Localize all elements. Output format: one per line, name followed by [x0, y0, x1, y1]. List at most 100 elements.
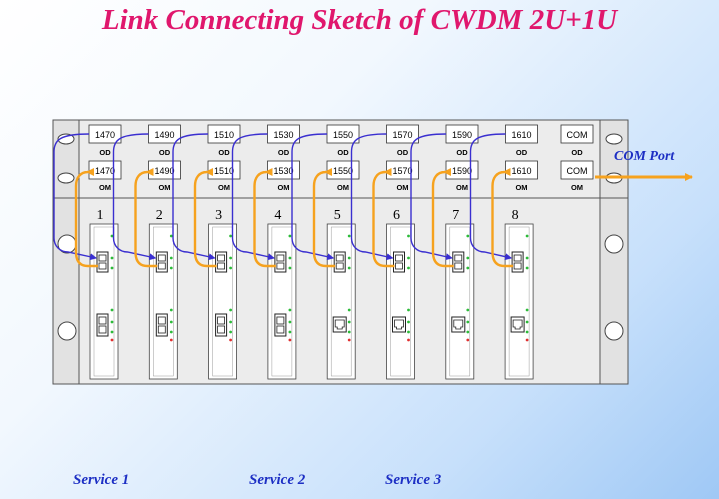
status-led: [466, 308, 470, 312]
slot-number: 1: [97, 208, 104, 223]
optical-port-upper-slot-a: [217, 254, 226, 262]
om-tag: OM: [158, 183, 170, 192]
status-led: [466, 256, 470, 260]
status-led: [288, 330, 292, 334]
card-faceplate: [267, 223, 297, 380]
card-screw-right-top: [604, 234, 624, 254]
optical-port-upper: [155, 251, 168, 273]
optical-port-lower-slot-a: [98, 316, 107, 325]
slot-number: 7: [452, 208, 459, 223]
card-inner-frame: [212, 226, 233, 377]
optical-port-upper-slot-a: [513, 254, 522, 262]
status-led: [169, 266, 173, 270]
optical-port-lower: [215, 313, 228, 337]
optical-port-upper-slot-b: [454, 262, 463, 270]
slot-number: 4: [274, 208, 281, 223]
om-tag: OM: [396, 183, 408, 192]
od-tag: OD: [99, 148, 111, 157]
slot-number: 2: [156, 208, 163, 223]
slot-number: 3: [215, 208, 222, 223]
om-wavelength-label: 1590: [452, 166, 472, 176]
card-faceplate: [504, 223, 534, 380]
rj45-jack-icon: [394, 319, 404, 330]
status-led: [347, 320, 351, 324]
status-led: [466, 320, 470, 324]
od-tag: OD: [159, 148, 171, 157]
om-tag: OM: [456, 183, 468, 192]
om-wavelength-label: 1470: [95, 166, 115, 176]
status-led: [229, 266, 233, 270]
card-left-ear: [52, 197, 80, 385]
fiber-card-to-om-5: [312, 168, 336, 268]
card-inner-frame: [330, 226, 352, 377]
fiber-od-to-card-1: [53, 133, 97, 261]
optical-port-upper-slot-b: [276, 262, 285, 270]
status-led: [229, 330, 233, 334]
com-bottom-box: [560, 160, 594, 180]
mux-left-ear: [52, 119, 80, 199]
fiber-od-to-card-8: [469, 133, 513, 261]
optical-port-upper: [215, 251, 228, 273]
service-card-1: 1: [89, 208, 119, 380]
status-led: [407, 308, 410, 312]
om-wavelength-label: 1490: [154, 166, 174, 176]
rj45-jack-icon: [334, 319, 345, 330]
optical-port-upper-slot-a: [395, 254, 403, 262]
od-wavelength-label: 1610: [511, 130, 531, 140]
om-wavelength-label: 1530: [273, 166, 293, 176]
om-tag: OM: [218, 183, 230, 192]
fiber-od-to-card-2: [112, 133, 157, 261]
optical-port-upper: [511, 251, 524, 273]
od-tag: OD: [456, 148, 468, 157]
status-led: [110, 256, 114, 260]
optical-port-upper-slot-a: [98, 254, 107, 262]
status-led: [525, 234, 529, 238]
status-led: [466, 234, 470, 238]
om-wavelength-label: 1510: [214, 166, 234, 176]
status-led: [169, 320, 173, 324]
optical-port-lower: [274, 313, 287, 337]
om-wavelength-label: 1570: [392, 166, 412, 176]
optical-port-upper-slot-b: [217, 262, 226, 270]
card-inner-frame: [508, 226, 530, 377]
optical-port-upper: [333, 251, 346, 273]
om-wavelength-label: 1610: [511, 166, 531, 176]
optical-port-lower-slot-a: [157, 316, 166, 325]
status-led: [110, 320, 114, 324]
service-1-label: Service 1: [73, 472, 130, 488]
status-led-red: [466, 338, 470, 342]
card-faceplate: [386, 223, 415, 380]
optical-port-lower: [155, 313, 168, 337]
rj45-jack-icon: [512, 319, 523, 330]
diagram-title: Link Connecting Sketch of CWDM 2U+1U: [101, 4, 618, 36]
om-wavelength-label: 1550: [333, 166, 353, 176]
rj45-jack-icon: [453, 319, 464, 330]
status-led: [347, 266, 351, 270]
om-tag: OM: [515, 183, 527, 192]
com-od-tag: OD: [571, 148, 583, 157]
status-led: [525, 320, 529, 324]
card-faceplate: [208, 223, 238, 380]
fiber-od-to-card-7: [410, 133, 453, 261]
od-tag: OD: [218, 148, 230, 157]
od-wavelength-label: 1530: [273, 130, 293, 140]
fiber-card-to-om-3: [193, 168, 217, 268]
fiber-od-to-card-4: [231, 133, 275, 261]
card-faceplate: [89, 223, 119, 380]
card-inner-frame: [449, 226, 471, 377]
mux-screw-right-top: [605, 133, 623, 145]
optical-port-lower-slot-b: [217, 325, 226, 334]
com-bottom-label: COM: [567, 166, 588, 176]
status-led: [229, 308, 233, 312]
optical-port-upper: [96, 251, 109, 273]
service-card-8: 8: [504, 208, 534, 380]
fiber-card-to-om-8: [491, 168, 514, 268]
status-led: [407, 234, 410, 238]
optical-port-upper-slot-b: [98, 262, 107, 270]
card-screw-left-bottom: [57, 321, 77, 341]
status-led: [407, 266, 410, 270]
